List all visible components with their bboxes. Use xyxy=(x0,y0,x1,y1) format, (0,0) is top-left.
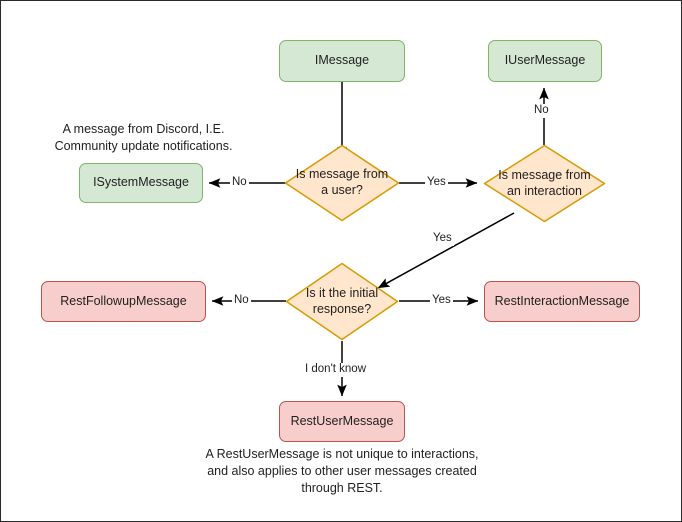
node-restinteractionmessage-label: RestInteractionMessage xyxy=(494,293,630,308)
node-restusermessage[interactable]: RestUserMessage xyxy=(279,401,405,442)
node-restinteractionmessage[interactable]: RestInteractionMessage xyxy=(484,281,640,322)
edge-label-user-yes: Yes xyxy=(425,176,448,190)
node-iusermessage-label: IUserMessage xyxy=(504,53,586,68)
node-imessage[interactable]: IMessage xyxy=(279,40,405,82)
edge-label-user-no: No xyxy=(230,176,249,190)
node-is-message-from-an-interaction[interactable]: Is message from an interaction xyxy=(483,144,606,223)
edge-label-initial-no: No xyxy=(232,294,251,308)
edge-label-initial-unknown: I don't know xyxy=(303,363,369,377)
caption-rest-user-message-note: A RestUserMessage is not unique to inter… xyxy=(205,447,479,495)
node-restfollowupmessage[interactable]: RestFollowupMessage xyxy=(41,281,206,322)
node-is-it-the-initial-response-label: Is it the initial response? xyxy=(305,285,379,316)
caption-system-message-note: A message from Discord, I.E. Community u… xyxy=(54,122,233,153)
node-restusermessage-label: RestUserMessage xyxy=(290,413,394,428)
node-isystemmessage-label: ISystemMessage xyxy=(93,175,189,190)
node-is-it-the-initial-response[interactable]: Is it the initial response? xyxy=(285,262,399,341)
node-is-message-from-a-user-label: Is message from a user? xyxy=(295,167,389,197)
edge-label-interaction-no: No xyxy=(532,104,551,118)
node-is-message-from-a-user[interactable]: Is message from a user? xyxy=(284,144,400,222)
diamond-shape xyxy=(285,262,399,341)
edge-label-initial-yes: Yes xyxy=(430,294,453,308)
node-is-message-from-an-interaction-label: Is message from an interaction xyxy=(498,167,591,198)
edge-label-interaction-yes: Yes xyxy=(431,232,454,246)
diamond-shape xyxy=(483,144,606,223)
node-restfollowupmessage-label: RestFollowupMessage xyxy=(60,293,187,308)
node-isystemmessage[interactable]: ISystemMessage xyxy=(79,163,203,203)
diamond-shape xyxy=(284,144,400,222)
node-imessage-label: IMessage xyxy=(314,53,370,68)
node-iusermessage[interactable]: IUserMessage xyxy=(488,40,602,82)
